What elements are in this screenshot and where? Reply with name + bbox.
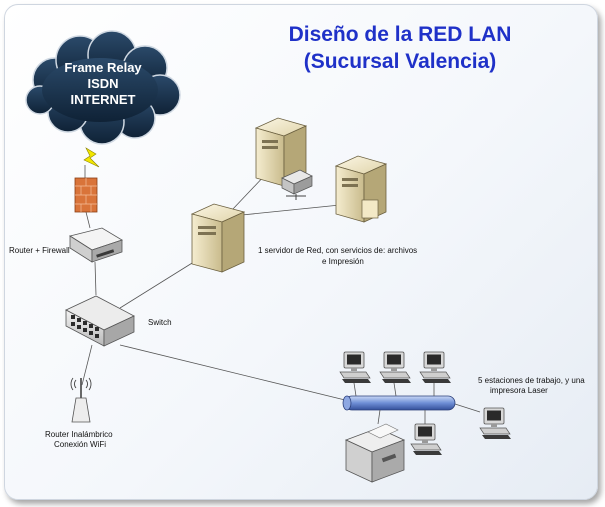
workstations-label-line1: 5 estaciones de trabajo, y una [478,376,585,385]
workstation-icon [379,351,412,384]
servers-label-line1: 1 servidor de Red, con servicios de: arc… [258,246,418,255]
laser-printer-icon [344,423,406,483]
print-server-icon [254,117,313,200]
workstation-icon [419,351,452,384]
cloud-label-internet: INTERNET [70,92,136,107]
cloud-label-frame-relay: Frame Relay [64,60,142,75]
diagram-title-line1: Diseño de la RED LAN [288,23,512,46]
workstation-icon [410,423,443,456]
internet-cloud [25,30,181,145]
file-server-icon [334,155,388,223]
diagram-title-line2: (Sucursal Valencia) [303,50,497,73]
servers-label-line2: e Impresión [322,257,364,266]
wifi-label-line1: Router Inalámbrico [45,430,113,439]
network-bus [342,382,456,425]
connection-lines [81,165,481,413]
workstations-label-line2: impresora Laser [490,386,548,395]
switch-label: Switch [148,318,172,327]
wifi-router-icon [70,377,92,423]
router-icon [68,227,123,263]
cloud-label-isdn: ISDN [87,76,119,91]
workstation-icon [479,407,512,440]
workstation-icon [339,351,372,384]
router-firewall-label: Router + Firewall [9,246,70,255]
switch-icon [65,295,135,347]
network-server-icon [190,203,246,273]
wifi-label-line2: Conexión WiFi [54,440,107,449]
firewall-icon [74,177,98,213]
lightning-icon [83,147,100,168]
